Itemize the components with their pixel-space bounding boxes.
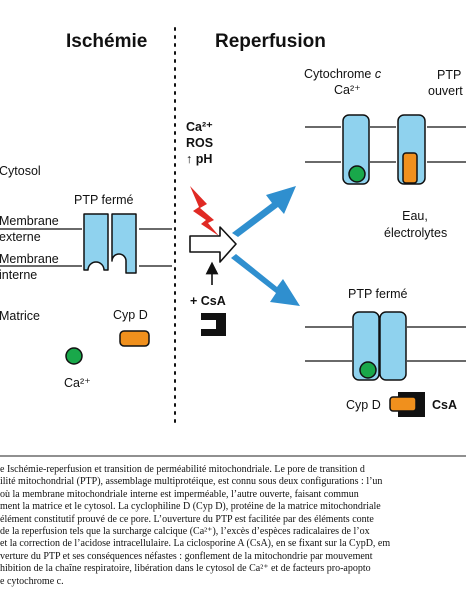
cyp-d-left [119,330,150,347]
label-membrane-interne-1: Membrane [0,252,59,266]
caption-line: verture du PTP et ses conséquences néfas… [0,550,373,562]
lightning-icon [190,186,219,236]
label-ptp-ouvert-2: ouvert [428,84,463,98]
caption-line: de la reperfusion tels que la surcharge … [0,526,370,538]
ptp-open-right-unit [397,114,426,185]
label-csa-right: CsA [432,398,458,412]
header-ischemie: Ischémie [66,31,148,52]
label-membrane-interne-2: interne [0,268,38,282]
top-right-membranes [305,126,466,163]
trigger-ph: ↑ pH [186,152,213,166]
cyp-d-right [389,396,417,412]
csa-block-right [398,392,425,417]
label-cyp-d-right: Cyp D [346,398,381,412]
figure-caption: e Ischémie-reperfusion et transition de … [0,464,466,600]
label-ptp-ferme-left: PTP fermé [74,193,134,207]
csa-block-icon [201,313,226,336]
bottom-right-membranes [305,326,466,362]
blue-arrow-up [232,186,296,237]
header-reperfusion: Reperfusion [215,31,326,52]
label-ca-top-right: Ca²⁺ [334,83,361,97]
label-membrane-externe-1: Membrane [0,214,59,228]
label-cytosol: Cytosol [0,164,41,178]
ca-ion-left [65,347,83,365]
caption-line: hibition de la chaîne respiratoire, libé… [0,563,371,575]
caption-line: et la correction de l’acidose intracellu… [0,538,391,550]
ischemia-reperfusion-diagram [0,27,466,457]
caption-line: ilité mitochondrial (PTP), assemblage mu… [0,476,383,488]
label-matrice: Matrice [0,309,40,323]
caption-line: ment la matrice et le cytosol. La cyclop… [0,501,381,513]
ptp-closed-left [83,213,137,274]
trigger-ca: Ca²⁺ [186,120,213,134]
trigger-ros: ROS [186,136,214,150]
label-membrane-externe-2: externe [0,230,41,244]
label-eau: Eau, [402,209,428,223]
label-cyp-d-left: Cyp D [113,308,148,322]
label-csa-plus: + CsA [190,294,226,308]
left-membranes [0,228,172,267]
blue-arrow-down [231,254,300,306]
hollow-arrow-icon [189,226,237,263]
ptp-open-left-unit [342,114,370,185]
caption-line: e Ischémie-reperfusion et transition de … [0,464,365,475]
label-ca-left: Ca²⁺ [64,376,91,390]
caption-line: élément constitutif prouvé de ce pore. L… [0,513,374,525]
label-ptp-ferme-right: PTP fermé [348,287,408,301]
caption-line: où la membrane mitochondriale interne es… [0,488,359,500]
label-electrolytes: électrolytes [384,226,448,240]
caption-line: e cytochrome c. [0,575,64,587]
label-cytochrome: Cytochrome c [304,67,382,81]
ptp-closed-right [352,311,407,381]
label-ptp-ouvert-1: PTP [437,68,462,82]
